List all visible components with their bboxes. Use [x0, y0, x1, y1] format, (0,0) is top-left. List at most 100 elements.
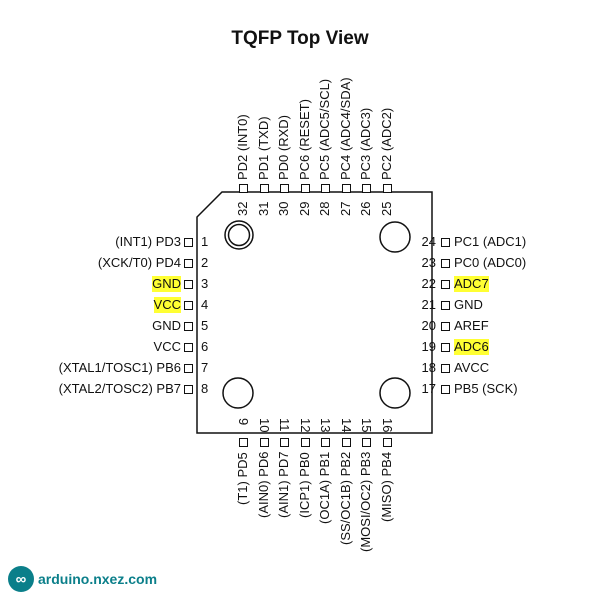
pin-label: PC1 (ADC1) — [454, 234, 527, 249]
pin-pad — [441, 364, 450, 373]
pin-number: 8 — [201, 381, 209, 396]
pin-label: PB5 (SCK) — [454, 381, 518, 396]
pin-number: 11 — [277, 418, 292, 432]
pin-label: PC2 (ADC2) — [378, 107, 394, 180]
pin-number: 17 — [421, 381, 436, 396]
pin-label: AVCC — [454, 360, 490, 375]
pin-label: (T1) PD5 — [235, 452, 250, 505]
pin-pad — [362, 438, 371, 447]
pin-pad — [341, 184, 351, 193]
pin-pad — [441, 343, 450, 352]
pin-pad — [441, 385, 450, 394]
pin-label: (ICP1) PB0 — [296, 452, 312, 518]
pin-label: (XCK/T0) PD4 — [97, 255, 181, 270]
pin-pad — [321, 184, 330, 193]
pin-number: 4 — [201, 297, 209, 312]
corner-dimple — [379, 377, 411, 409]
pin-number: 29 — [296, 201, 312, 216]
pin-pad — [184, 364, 193, 373]
corner-dimple — [379, 221, 411, 253]
pin-number: 10 — [256, 418, 272, 433]
pin-label: PC3 (ADC3) — [358, 107, 373, 180]
pin-pad — [441, 322, 450, 331]
pin-label: PC0 (ADC0) — [454, 255, 527, 270]
pin-pad — [362, 184, 371, 193]
pin-label: (AIN1) PD7 — [276, 451, 291, 518]
pin-number: 31 — [255, 201, 271, 216]
pin-number: 26 — [358, 201, 373, 216]
pin-label: PC4 (ADC4/SDA) — [337, 77, 353, 180]
pin-number: 15 — [359, 418, 374, 433]
pin-number: 30 — [276, 201, 291, 216]
pin-label: (XTAL1/TOSC1) PB6 — [58, 360, 181, 375]
pin-label: PD2 (INT0) — [235, 114, 250, 180]
corner-dimple — [222, 377, 254, 409]
site-logo: ∞ arduino.nxez.com — [8, 566, 157, 592]
pin-number: 20 — [421, 318, 436, 333]
pin-pad — [441, 301, 450, 310]
pin-pad — [441, 238, 450, 247]
pin-pad — [184, 259, 193, 268]
pin-pad — [441, 280, 450, 289]
pin-pad — [184, 238, 193, 247]
pin-pad — [382, 184, 392, 193]
pin-pad — [184, 301, 193, 310]
pin-label: (OC1A) PB1 — [317, 451, 332, 524]
pin-pad — [184, 343, 193, 352]
pin-label: VCC — [153, 297, 181, 313]
pin-label: ADC7 — [454, 276, 489, 292]
pin-pad — [341, 438, 351, 447]
diagram-title: TQFP Top View — [231, 28, 369, 49]
pin-label: (XTAL2/TOSC2) PB7 — [58, 381, 181, 396]
pin-number: 21 — [421, 297, 436, 312]
pin-label: VCC — [153, 339, 181, 354]
pin-pad — [184, 280, 193, 289]
pin-pad — [239, 438, 248, 447]
pin-pad — [239, 184, 248, 193]
pin-pad — [300, 184, 310, 193]
pin-number: 1 — [201, 234, 209, 249]
pin-number: 6 — [201, 339, 209, 354]
pin-number: 7 — [201, 360, 209, 375]
pin-number: 23 — [421, 255, 436, 270]
pin-label: GND — [454, 297, 483, 312]
pin-number: 13 — [318, 418, 333, 433]
pin-label: (AIN0) PD6 — [255, 451, 271, 518]
pin-number: 32 — [235, 201, 250, 216]
logo-badge: ∞ — [8, 566, 34, 592]
pin-pad — [184, 322, 193, 331]
pin-label: AREF — [454, 318, 489, 333]
pin-number: 18 — [421, 360, 436, 375]
pin-pad — [259, 184, 269, 193]
pin-number: 3 — [201, 276, 209, 291]
pin-label: (MISO) PB4 — [378, 451, 394, 522]
pin-pad — [382, 438, 392, 447]
logo-text: arduino.nxez.com — [38, 571, 158, 587]
pin-number: 27 — [337, 201, 353, 216]
pin-number: 12 — [297, 418, 313, 433]
pin-number: 9 — [236, 418, 251, 426]
pin-number: 25 — [378, 201, 394, 216]
pin-pad — [300, 438, 310, 447]
pin-number: 14 — [338, 418, 354, 433]
pin-number: 28 — [317, 201, 332, 216]
pin-number: 24 — [421, 234, 436, 249]
pin-pad — [441, 259, 450, 268]
pin-number: 19 — [421, 339, 436, 354]
pin-number: 5 — [201, 318, 209, 333]
pin-label: (SS/OC1B) PB2 — [337, 451, 353, 545]
pin-label: GND — [152, 276, 181, 292]
pin-number: 16 — [379, 418, 395, 433]
pin-pad — [280, 184, 289, 193]
pin1-marker-inner — [227, 223, 251, 247]
pin-label: GND — [152, 318, 181, 333]
pin-number: 2 — [201, 255, 209, 270]
pin-pad — [321, 438, 330, 447]
pin-label: PD0 (RXD) — [276, 114, 291, 180]
pin-label: PD1 (TXD) — [255, 116, 271, 180]
pin-label: (INT1) PD3 — [115, 234, 181, 249]
pin-label: (MOSI/OC2) PB3 — [358, 451, 373, 552]
pin-number: 22 — [421, 276, 436, 291]
pin-label: PC5 (ADC5/SCL) — [317, 78, 332, 180]
